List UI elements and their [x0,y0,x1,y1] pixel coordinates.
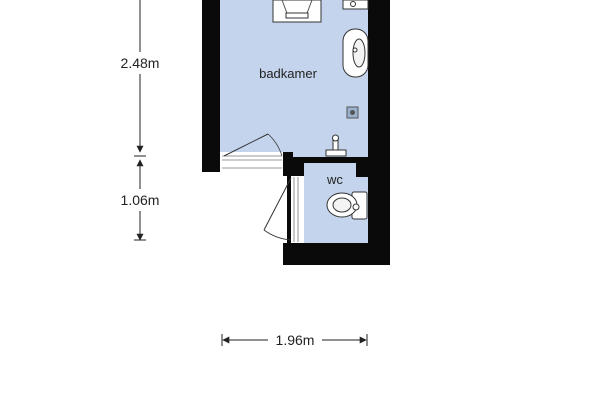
toilet-inner-wall [287,176,291,243]
washbasin-top [342,0,369,10]
washbasin [342,28,369,78]
total-width-label: 1.96m [276,332,315,348]
walls [202,0,390,265]
vertical-dimension [134,0,146,241]
toilet-left-wall-upper [283,163,304,176]
door-threshold [220,152,283,172]
shower-tray [272,0,322,23]
shower-tap [325,134,347,157]
toilet-door-leaf [263,177,292,231]
toilet-label: wc [326,172,343,187]
toilet-door [263,176,304,243]
toilet-height-label: 1.06m [121,192,160,208]
divider-wall [293,157,368,163]
bathroom-right-wall [368,0,390,265]
toilet-bottom-wall [283,243,390,265]
bathroom-floor [220,0,368,157]
toilet-corner-block [356,163,368,177]
horizontal-dimension [221,334,368,346]
bathroom-height-label: 2.48m [121,55,160,71]
toilet-door-swing-arc [263,229,292,241]
floor-drain [346,106,359,119]
bathroom-left-wall [202,0,220,172]
bathroom-door [220,133,283,172]
toilet-bowl [326,191,368,220]
bathroom-label: badkamer [259,66,317,81]
door-leaf [223,133,269,157]
wall-outlet [352,203,360,211]
fixtures [272,0,369,220]
door-swing-arc [267,133,283,157]
